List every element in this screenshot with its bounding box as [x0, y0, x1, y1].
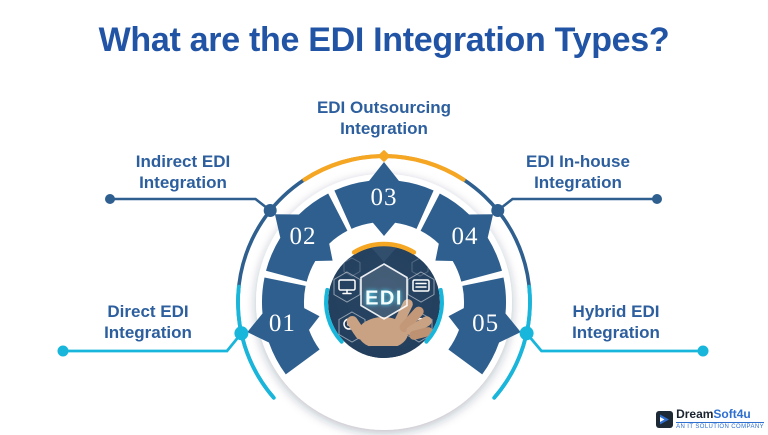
label-indirect-edi: Indirect EDI Integration	[135, 152, 231, 192]
page-title: What are the EDI Integration Types?	[98, 21, 670, 59]
segment-shape	[334, 162, 434, 236]
segment-shape	[247, 277, 320, 375]
top-orange-diamond-dot	[378, 150, 390, 162]
segments-group	[247, 162, 521, 375]
edi-glow-text: EDI	[365, 287, 403, 309]
edi-text: EDI	[365, 287, 403, 309]
photo-rim-cyan-arc-left	[324, 287, 344, 344]
connector-end-dot	[57, 345, 69, 357]
label-edi-outsourcing: EDI Outsourcing Integration	[316, 98, 452, 138]
label-edi-inhouse: EDI In-house Integration	[526, 152, 630, 192]
logo-wordmark: DreamSoft4u	[676, 407, 751, 421]
outer-ring-cyan-arc-right	[492, 284, 532, 400]
photo-rim-orange-arc	[351, 241, 417, 255]
segment-shape	[420, 193, 502, 282]
hand-holding-hologram	[346, 299, 433, 358]
logo-tagline: An IT Solution Company	[676, 422, 764, 430]
segment-number: 02	[289, 222, 317, 250]
segment-shape	[448, 277, 521, 375]
segment-number: 01	[268, 310, 296, 338]
label-hybrid-edi: Hybrid EDI Integration	[572, 302, 660, 342]
connector-indirect	[105, 194, 277, 217]
connector-end-dot	[697, 345, 709, 357]
connector-end-dot	[105, 194, 115, 204]
photo-rim-cyan-arc-right	[424, 287, 444, 344]
edi-hexagon: EDI EDI	[360, 263, 408, 320]
server-icon	[407, 271, 435, 303]
connector-node-dot	[491, 204, 505, 217]
segment-shape	[266, 193, 348, 282]
connector-node-dot	[519, 326, 534, 341]
connector-node-dot	[234, 326, 249, 341]
connector-end-dot	[652, 194, 662, 204]
connector-direct	[57, 326, 249, 357]
segment-number: 04	[451, 222, 479, 250]
label-direct-edi: Direct EDI Integration	[104, 302, 192, 342]
segment-number: 03	[370, 184, 398, 211]
logo-icon	[656, 410, 674, 428]
segment-number: 05	[472, 310, 500, 338]
connector-node-dot	[263, 204, 277, 217]
dreamsoft4u-logo: DreamSoft4u An IT Solution Company	[656, 408, 764, 430]
connector-inhouse	[491, 194, 662, 217]
monitor-icon	[333, 271, 361, 303]
center-photo: EDI EDI	[328, 246, 440, 358]
outer-ring-cyan-arc-left	[236, 284, 276, 400]
connector-hybrid	[519, 326, 709, 357]
